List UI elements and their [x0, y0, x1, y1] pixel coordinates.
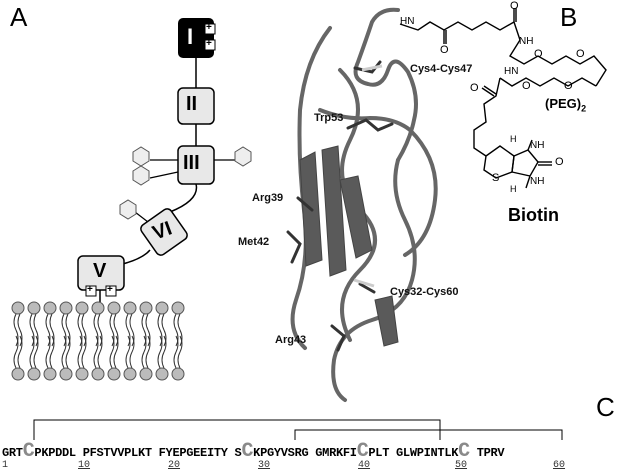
- lipid-head: [11, 367, 25, 381]
- lipid-head: [107, 367, 121, 381]
- lipid-head: [11, 301, 25, 315]
- atom-h-label: H: [510, 184, 517, 194]
- lipid-head: [139, 301, 153, 315]
- charge-plus-icon: +: [87, 284, 93, 295]
- lipid-head: [27, 301, 41, 315]
- domain-iii-label: III: [183, 152, 200, 174]
- membrane-bilayer: [11, 301, 185, 381]
- atom-o-label: O: [440, 44, 449, 56]
- domain-ii-box: [177, 87, 215, 125]
- atom-n-label: HN: [504, 66, 519, 77]
- lipid-head: [91, 301, 105, 315]
- lipid-head: [123, 367, 137, 381]
- lipid-head: [91, 367, 105, 381]
- lipid-tail: [93, 335, 103, 369]
- atom-n-label: NH: [530, 140, 545, 151]
- lipid-head: [43, 367, 57, 381]
- lipid-tail: [141, 335, 151, 369]
- lipid-tail: [45, 335, 55, 369]
- atom-o-label: O: [470, 82, 479, 94]
- lipid-head: [171, 301, 185, 315]
- atom-h-label: H: [510, 134, 517, 144]
- atom-n-label: HN: [400, 16, 415, 27]
- atom-o-label: O: [555, 156, 564, 168]
- lipid-head: [171, 367, 185, 381]
- cys-residue: C: [356, 440, 369, 463]
- lipid-tail: [125, 335, 135, 369]
- label-arg39: Arg39: [252, 192, 284, 204]
- atom-n-label: NH: [519, 36, 534, 47]
- sequence-line: GRTCPKPDDL PFSTVVPLKT FYEPGEEITY SCKPGYV…: [2, 440, 505, 463]
- label-cys4-cys47: Cys4-Cys47: [410, 63, 473, 75]
- tick-1: 1: [2, 460, 9, 471]
- atom-o-label: O: [510, 0, 519, 12]
- tick-50: 50: [455, 460, 468, 471]
- lipid-tail: [13, 335, 23, 369]
- lipid-head: [155, 367, 169, 381]
- lipid-head: [59, 301, 73, 315]
- label-met42: Met42: [238, 236, 270, 248]
- lipid-head: [107, 301, 121, 315]
- panel-label-b: B: [560, 2, 578, 32]
- atom-s-label: S: [492, 172, 500, 184]
- atom-o-label: O: [522, 80, 531, 92]
- peg-linker-structure: [399, 8, 607, 189]
- tick-60: 60: [553, 460, 566, 471]
- label-trp53: Trp53: [314, 112, 344, 124]
- label-cys32-cys60: Cys32-Cys60: [390, 286, 459, 298]
- lipid-head: [139, 367, 153, 381]
- charge-plus-icon: +: [206, 22, 212, 33]
- side-chain-sticks: [286, 60, 394, 352]
- atom-o-label: O: [576, 48, 585, 60]
- tick-30: 30: [258, 460, 271, 471]
- domain-v-label: V: [93, 260, 107, 282]
- atom-o-label: O: [564, 80, 573, 92]
- lipid-head: [43, 301, 57, 315]
- cys-residue: C: [241, 440, 254, 463]
- lipid-head: [75, 367, 89, 381]
- lipid-head: [59, 367, 73, 381]
- lipid-tail: [61, 335, 71, 369]
- label-arg43: Arg43: [275, 334, 307, 346]
- biotin-label: Biotin: [508, 205, 559, 225]
- glycan-hexagon: [234, 146, 252, 167]
- tick-20: 20: [168, 460, 181, 471]
- tick-10: 10: [78, 460, 91, 471]
- atom-n-label: NH: [530, 176, 545, 187]
- charge-plus-icon: +: [206, 38, 212, 49]
- lipid-head: [123, 301, 137, 315]
- domain-i-label: I: [187, 24, 194, 49]
- glycan-hexagon: [119, 199, 137, 220]
- glycan-hexagon: [132, 146, 150, 167]
- panel-label-a: A: [10, 2, 28, 32]
- glycan-hexagon: [132, 165, 150, 186]
- charge-plus-icon: +: [107, 284, 113, 295]
- lipid-tail: [77, 335, 87, 369]
- domain-v-box: [77, 255, 125, 291]
- domain-iii-box: [177, 145, 215, 185]
- peg-label: (PEG)2: [545, 96, 587, 114]
- domain-vi-box: [140, 208, 188, 256]
- lipid-tail: [173, 335, 183, 369]
- atom-o-label: O: [534, 48, 543, 60]
- lipid-head: [27, 367, 41, 381]
- lipid-head: [75, 301, 89, 315]
- lipid-tail: [157, 335, 167, 369]
- cys-residue: C: [22, 440, 35, 463]
- lipid-tail: [29, 335, 39, 369]
- tick-40: 40: [358, 460, 371, 471]
- domain-ii-label: II: [186, 93, 198, 115]
- lipid-head: [155, 301, 169, 315]
- lipid-tail: [109, 335, 119, 369]
- panel-label-c: C: [596, 392, 615, 422]
- cys-residue: C: [458, 440, 470, 463]
